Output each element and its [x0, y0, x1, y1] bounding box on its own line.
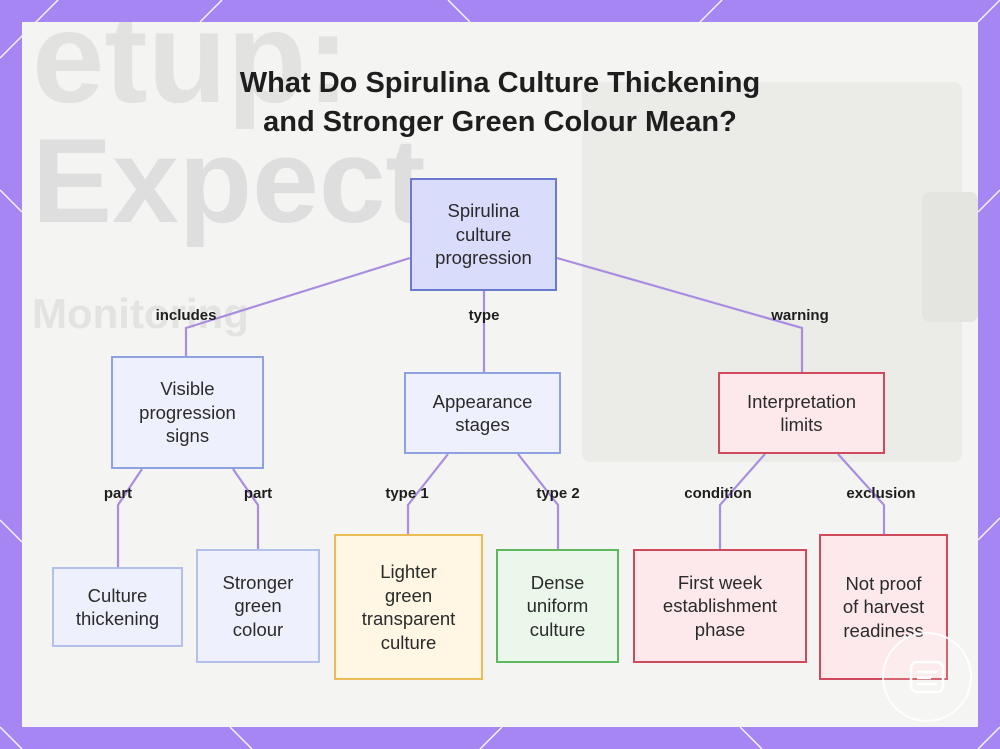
- edge-label-part-2: part: [243, 485, 273, 502]
- edge-label-warning: warning: [771, 307, 829, 324]
- background-text-2: Expect: [32, 114, 426, 248]
- edge-warning: [556, 256, 804, 373]
- node-visible-progression-signs: Visible progression signs: [111, 356, 264, 469]
- edge-label-type: type: [468, 307, 500, 324]
- node-label: Visible progression signs: [139, 378, 236, 447]
- edge-label-part-1: part: [103, 485, 133, 502]
- watermark-logo-icon: [882, 632, 972, 722]
- node-label: Appearance stages: [432, 390, 533, 436]
- node-appearance-stages: Appearance stages: [404, 372, 561, 454]
- node-label: Interpretation limits: [746, 390, 856, 436]
- diagram-title: What Do Spirulina Culture Thickening and…: [100, 64, 900, 142]
- background-text-3: Monitoring: [32, 290, 249, 337]
- node-dense-uniform-culture: Dense uniform culture: [496, 549, 619, 663]
- node-label: Dense uniform culture: [526, 571, 589, 640]
- node-label: Culture thickening: [75, 584, 160, 630]
- edge-exclusion: [837, 453, 886, 535]
- background-text-1: etup:: [32, 22, 350, 130]
- node-not-proof-of-harvest-readiness: Not proof of harvest readiness: [819, 534, 948, 680]
- node-stronger-green-colour: Stronger green colour: [196, 549, 320, 663]
- edge-includes: [184, 256, 411, 357]
- edge-label-condition: condition: [684, 485, 752, 502]
- edge-part-1: [116, 468, 143, 568]
- node-label: Stronger green colour: [222, 571, 294, 640]
- node-interpretation-limits: Interpretation limits: [718, 372, 885, 454]
- edge-label-exclusion: exclusion: [846, 485, 916, 502]
- title-line-1: What Do Spirulina Culture Thickening: [239, 67, 761, 99]
- edge-label-includes: includes: [155, 307, 217, 324]
- background-window: [922, 192, 978, 322]
- edge-type-1: [406, 453, 449, 535]
- node-label: First week establishment phase: [662, 571, 778, 640]
- edge-label-type-2: type 2: [536, 485, 580, 502]
- node-label: Not proof of harvest readiness: [842, 572, 925, 641]
- edge-type-2: [517, 453, 560, 550]
- node-lighter-green-transparent-culture: Lighter green transparent culture: [334, 534, 483, 680]
- node-spirulina-culture-progression: Spirulina culture progression: [410, 178, 557, 291]
- node-label: Lighter green transparent culture: [361, 561, 456, 653]
- node-first-week-establishment-phase: First week establishment phase: [633, 549, 807, 663]
- title-line-2: and Stronger Green Colour Mean?: [263, 106, 737, 138]
- node-label: Spirulina culture progression: [435, 200, 532, 269]
- edge-condition: [718, 453, 766, 550]
- edge-part-2: [232, 468, 260, 550]
- node-culture-thickening: Culture thickening: [52, 567, 183, 647]
- edge-label-type-1: type 1: [385, 485, 429, 502]
